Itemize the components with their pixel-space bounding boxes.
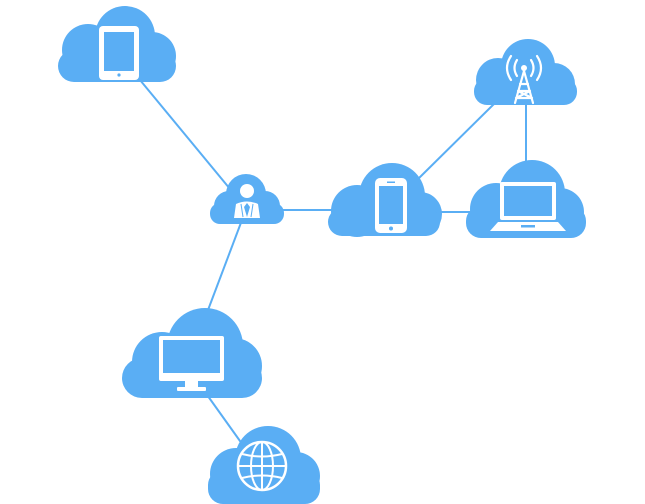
- phone-icon: [375, 178, 407, 233]
- laptop-icon: [490, 182, 566, 231]
- radio-tower-icon: [505, 54, 543, 105]
- user-icon: [234, 184, 260, 218]
- node-phone[interactable]: [328, 163, 442, 237]
- edge-tablet-user: [139, 79, 236, 196]
- tablet-icon: [99, 26, 139, 80]
- globe-icon: [236, 440, 288, 492]
- monitor-icon: [159, 336, 224, 391]
- node-laptop[interactable]: [466, 160, 586, 238]
- node-globe[interactable]: [208, 426, 320, 504]
- cloud-shape: [474, 39, 577, 105]
- node-user[interactable]: [210, 174, 284, 224]
- node-tablet[interactable]: [58, 6, 176, 82]
- node-monitor[interactable]: [122, 308, 262, 398]
- node-radio-tower[interactable]: [474, 39, 577, 105]
- edge-monitor-globe: [204, 391, 246, 449]
- edge-phone-tower: [414, 99, 499, 183]
- edge-user-monitor: [204, 219, 243, 319]
